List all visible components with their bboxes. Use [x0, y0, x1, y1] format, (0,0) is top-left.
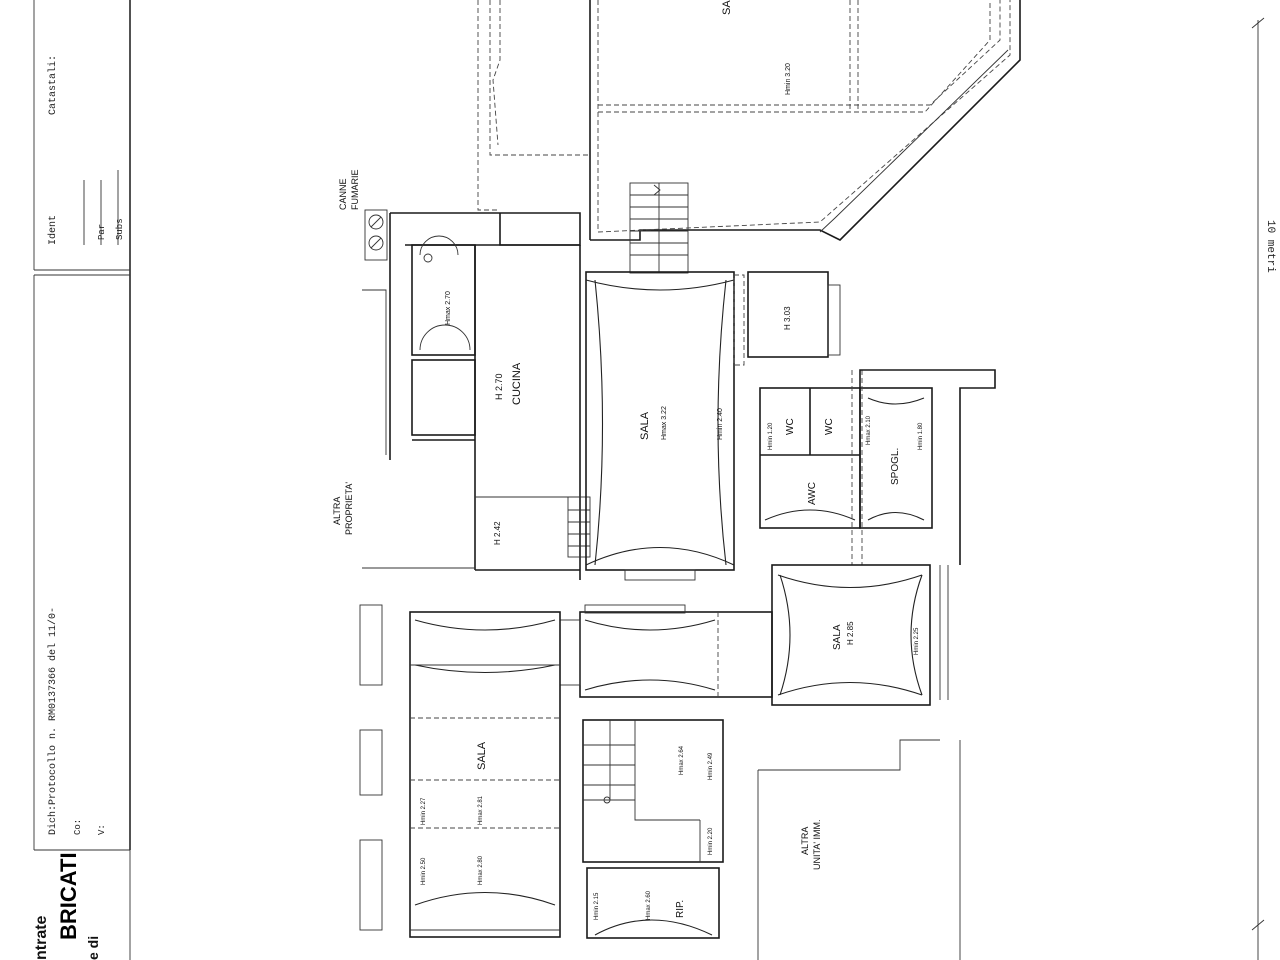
stair-height2: Hmin 2.49 [708, 752, 714, 780]
sala-main-height: Hmax 3.22 [661, 406, 668, 440]
sala-left-label: SALA [476, 741, 488, 770]
top-hall-height: Hmin 3.20 [785, 63, 792, 95]
top-hall-label: SA [721, 0, 733, 15]
spogl-height: Hmin 1.80 [918, 422, 924, 450]
cucina-height: H 2.70 [494, 373, 504, 400]
scale-label: 10 metri [1264, 220, 1276, 273]
com-label: Co: [73, 819, 83, 835]
canne-label: CANNE [338, 178, 348, 210]
room-h303-height: H 3.03 [783, 306, 792, 330]
neighbours: ALTRA PROPRIETA' ALTRA UNITA' IMM. [332, 289, 961, 960]
cucina-label: CUCINA [511, 362, 523, 405]
sala-left-height4: Hmax 2.80 [478, 855, 484, 885]
entrate-label: ntrate [33, 915, 50, 960]
rip-height2: Hmax 2.60 [646, 890, 652, 920]
wc2-height: Hmax 2.10 [866, 415, 872, 445]
rip-label: RIP. [675, 900, 686, 918]
fabbricati-label: BRICATI [56, 852, 81, 940]
sala-main-height2: Hmin 2.40 [717, 408, 724, 440]
comune-label: e di [85, 936, 101, 960]
altra-unita-line1: ALTRA [800, 827, 810, 855]
sala-left-height1: Hmin 2.27 [421, 797, 427, 825]
bathroom-block: Hmin 1.20 WC WC Hmax 2.10 AWC SPOGL. Hmi… [759, 370, 933, 565]
corner-height: Hmax 2.70 [445, 291, 452, 325]
dich-label: Dich: [47, 805, 59, 835]
awc-label: AWC [807, 482, 818, 505]
subs-label: Subs [115, 218, 125, 240]
wc1-height: Hmin 1.20 [768, 422, 774, 450]
sala-main: SALA Hmax 3.22 Hmin 2.40 [585, 271, 735, 581]
sala-left: SALA Hmin 2.27 Hmax 2.81 Hmin 2.50 Hmax … [359, 604, 561, 938]
upper-block-walls: Hmax 2.70 H 2.70 CUCINA H 2.42 [389, 212, 591, 580]
stair-block: Hmax 2.64 Hmin 2.49 Hmin 2.20 [582, 719, 724, 863]
sala-right: SALA H 2.85 Hmin 2.25 [771, 564, 931, 706]
sala-right-height2: Hmin 2.25 [914, 627, 920, 655]
top-hall: SA Hmin 3.20 [477, 0, 1021, 241]
sala-main-label: SALA [639, 411, 651, 440]
sala-right-label: SALA [832, 624, 843, 650]
sala-right-height: H 2.85 [846, 621, 855, 645]
protocol-label: Protocollo n. RM0137366 del 11/0- [47, 607, 59, 805]
chimney-flues: CANNE FUMARIE [338, 170, 388, 261]
altra-proprieta-line2: PROPRIETA' [344, 482, 354, 535]
via-label: V: [97, 824, 107, 835]
title-block: Ident Catastali: Par Subs Dich: Protocol… [33, 0, 131, 960]
sala-left-height3: Hmin 2.50 [421, 857, 427, 885]
fumarie-label: FUMARIE [350, 170, 360, 211]
wc2-label: WC [824, 418, 835, 435]
rip-height1: Hmin 2.15 [594, 892, 600, 920]
catasto-label: Catastali: [47, 55, 59, 115]
room-h303: H 3.03 [733, 271, 841, 366]
right-outer-walls [859, 369, 996, 700]
stair-height3: Hmin 2.20 [708, 827, 714, 855]
scale-bar: 10 metri [1251, 17, 1276, 960]
rip-room: RIP. Hmin 2.15 Hmax 2.60 [586, 867, 720, 939]
top-staircase [629, 182, 689, 274]
spogl-label: SPOGL. [890, 448, 901, 485]
ident-label: Ident [47, 215, 59, 245]
corridor [559, 604, 773, 698]
wc1-label: WC [785, 418, 796, 435]
cucina-small-height: H 2.42 [493, 521, 502, 545]
par-label: Par [97, 224, 107, 240]
stair-height1: Hmax 2.64 [679, 745, 685, 775]
sala-left-height2: Hmax 2.81 [478, 795, 484, 825]
altra-proprieta-line1: ALTRA [332, 497, 342, 525]
altra-unita-line2: UNITA' IMM. [812, 819, 822, 870]
